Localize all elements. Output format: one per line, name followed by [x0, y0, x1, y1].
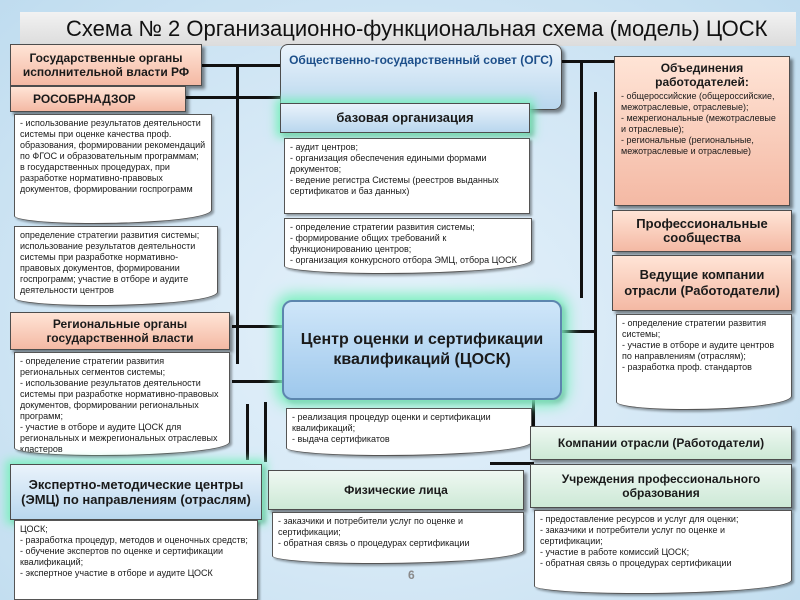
list-item: - определение стратегии развития системы…: [622, 318, 767, 339]
connector: [532, 400, 535, 435]
list-item: - ведение регистра Системы (реестров выд…: [290, 175, 499, 196]
connector: [562, 330, 596, 333]
page-number: 6: [408, 568, 415, 582]
list-item: - участие в отборе и аудите центров по н…: [622, 340, 775, 361]
connector: [186, 96, 280, 99]
list-item: - организация обеспечения едиными формам…: [290, 153, 487, 174]
list-item: - обратная связь о процедурах сертификац…: [540, 558, 732, 568]
base-organization-description: - аудит центров; - организация обеспечен…: [284, 138, 530, 214]
connector: [236, 64, 239, 364]
education-institutions-label: Учреждения профессионального образования: [561, 472, 761, 500]
list-item: - разработка проф. стандартов: [622, 362, 752, 372]
connector: [232, 380, 282, 383]
list-item: - общероссийские (общероссийские, межотр…: [621, 91, 775, 112]
connector: [490, 462, 534, 465]
list-item: - экспертное участие в отборе и аудите Ц…: [20, 568, 213, 578]
professional-communities-label: Профессиональные сообщества: [636, 216, 768, 245]
education-institutions-box: Учреждения профессионального образования: [530, 464, 792, 508]
page-title: Схема № 2 Организационно-функциональная …: [66, 16, 768, 41]
list-item: - реализация процедур оценки и сертифика…: [292, 412, 491, 433]
cosk-label: Центр оценки и сертификации квалификаций…: [300, 331, 544, 368]
employers-unions-label: Объединения работодателей:: [655, 61, 749, 89]
list-item: - межрегиональные (межотраслевые и отрас…: [621, 113, 776, 134]
list-item: - использование результатов деятельности…: [20, 378, 219, 421]
connector: [200, 64, 280, 67]
physical-persons-box: Физические лица: [268, 470, 524, 510]
connector: [232, 325, 282, 328]
industry-companies-box: Компании отрасли (Работодатели): [530, 426, 792, 460]
gov-authorities-box: Государственные органы исполнительной вл…: [10, 44, 202, 86]
regional-authorities-box: Региональные органы государственной влас…: [10, 312, 230, 350]
cosk-description: - реализация процедур оценки и сертифика…: [286, 408, 532, 456]
ogs-description: - определение стратегии развития системы…: [284, 218, 532, 274]
list-item: - разработка процедур, методов и оценочн…: [20, 535, 248, 545]
list-item: ЦОСК;: [20, 524, 48, 534]
list-item: - формирование общих требований к функци…: [290, 233, 447, 254]
emc-label: Экспертно-методические центры (ЭМЦ) по н…: [21, 477, 251, 507]
gov-authorities-label: Государственные органы исполнительной вл…: [22, 51, 190, 79]
professional-communities-box: Профессиональные сообщества: [612, 210, 792, 252]
regional-authorities-label: Региональные органы государственной влас…: [46, 317, 194, 345]
emc-box: Экспертно-методические центры (ЭМЦ) по н…: [10, 464, 262, 520]
list-item: - определение стратегии развития системы…: [290, 222, 475, 232]
leading-companies-box: Ведущие компании отрасли (Работодатели): [612, 255, 792, 311]
emc-description: ЦОСК; - разработка процедур, методов и о…: [14, 520, 258, 600]
industry-companies-label: Компании отрасли (Работодатели): [557, 436, 765, 450]
list-item: - заказчики и потребители услуг по оценк…: [540, 525, 726, 546]
connector: [580, 60, 583, 298]
education-institutions-description: - предоставление ресурсов и услуг для оц…: [534, 510, 792, 594]
physical-persons-label: Физические лица: [344, 483, 448, 497]
gov-description: определение стратегии развития системы; …: [14, 226, 218, 306]
cosk-box: Центр оценки и сертификации квалификаций…: [282, 300, 562, 400]
leading-companies-label: Ведущие компании отрасли (Работодатели): [624, 267, 780, 298]
list-item: - участие в работе комиссий ЦОСК;: [540, 547, 690, 557]
regional-description: - определение стратегии развития региона…: [14, 352, 230, 456]
list-item: - выдача сертификатов: [292, 434, 390, 444]
title-band: [20, 12, 796, 46]
list-item: - участие в отборе и аудите ЦОСК для рег…: [20, 422, 218, 454]
list-item: - предоставление ресурсов и услуг для оц…: [540, 514, 739, 524]
ogs-box: Общественно-государственный совет (ОГС): [280, 44, 562, 110]
base-organization-box: базовая организация: [280, 103, 530, 133]
list-item: - заказчики и потребители услуг по оценк…: [278, 516, 464, 537]
list-item: - аудит центров;: [290, 142, 358, 152]
connector: [562, 60, 614, 63]
rosobrnadzor-box: РОСОБРНАДЗОР: [10, 86, 186, 112]
employers-unions-box: Объединения работодателей: - общероссийс…: [614, 56, 790, 206]
ogs-label: Общественно-государственный совет (ОГС): [289, 53, 553, 67]
list-item: - обратная связь о процедурах сертификац…: [278, 538, 470, 548]
rosobrnadzor-label: РОСОБРНАДЗОР: [33, 92, 136, 106]
list-item: - обучение экспертов по оценке и сертифи…: [20, 546, 224, 567]
list-item: - организация конкурсного отбора ЭМЦ, от…: [290, 255, 517, 265]
connector: [594, 92, 597, 432]
connector: [246, 404, 249, 460]
physical-persons-description: - заказчики и потребители услуг по оценк…: [272, 512, 524, 564]
base-organization-label: базовая организация: [336, 110, 474, 125]
rosobrnadzor-description: - использование результатов деятельности…: [14, 114, 212, 224]
list-item: - региональные (региональные, межотрасле…: [621, 135, 754, 156]
leading-companies-description: - определение стратегии развития системы…: [616, 314, 792, 410]
connector: [264, 402, 267, 462]
list-item: - определение стратегии развития региона…: [20, 356, 166, 377]
